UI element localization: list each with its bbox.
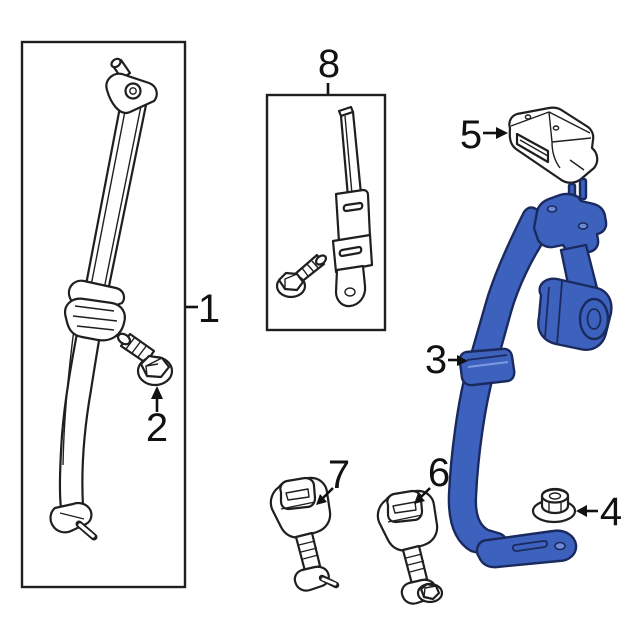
part-3-retractor-lines: [544, 280, 563, 346]
part-7-buckle-face-line: [280, 501, 316, 510]
part-6-buckle-neck: [401, 544, 429, 586]
part-1-top-stub-tip: [110, 57, 122, 69]
part-8-bolt-hex-facets: [284, 273, 298, 289]
part-1-top-bolt-inner: [129, 87, 137, 95]
part-3-retractor-face: [578, 297, 610, 341]
part-3-anchor-slot: [511, 539, 549, 552]
part-3-bracket-hole-2: [577, 222, 589, 230]
part-8-strap-hook: [334, 264, 367, 308]
part-5-cover-hole-2: [552, 125, 560, 131]
part-3-anchor-hole: [554, 541, 566, 551]
part-5-cover-top-edges: [510, 111, 592, 169]
part-1-webbing-edge-lines: [89, 100, 143, 295]
part-8-strap-slot-1: [342, 201, 364, 213]
part-4-callout-label: 4: [600, 490, 622, 534]
part-3-top-bracket: [532, 192, 608, 254]
part-8-bolt-threads: [301, 260, 320, 277]
part-2-callout-label: 2: [146, 406, 168, 450]
part-8-strap-hole: [344, 287, 356, 297]
part-8-strap-blade-line: [344, 115, 353, 195]
part-6-arrow-line: [419, 487, 431, 499]
part-7-buckle-foot: [293, 565, 330, 592]
part-7-outer-buckle-end: 7: [269, 453, 350, 592]
part-5-anchor-trim-cover: 5: [460, 106, 599, 184]
part-4-nut-facet-lines: [548, 502, 562, 512]
part-2-anchor-bolt: 2: [116, 332, 174, 450]
part-8-strap-mid: [334, 188, 372, 244]
part-6-arrow-head: [414, 493, 425, 504]
part-6-callout-label: 6: [428, 451, 450, 495]
part-5-cover-groove: [515, 132, 550, 164]
part-2-bolt-threads: [125, 336, 148, 358]
part-5-arrow-head: [496, 127, 508, 139]
part-7-buckle-slot-inner: [285, 488, 310, 501]
part-6-neck-ribs: [405, 553, 426, 573]
part-6-inner-buckle-end: 6: [376, 451, 450, 605]
part-7-arrow-line: [321, 487, 334, 500]
part-7-buckle-neck: [294, 531, 322, 573]
part-1-boxed-seat-belt-assembly: 1: [20, 40, 220, 589]
part-4-hex-flange-nut: 4: [531, 487, 622, 534]
part-3-callout-label: 3: [425, 338, 447, 382]
part-1-frame-box: [20, 40, 187, 589]
part-8-strap-slot-2: [338, 245, 363, 258]
part-3-guide-loop-highlight: [467, 361, 509, 368]
part-3-bracket-pin-2: [578, 177, 588, 201]
part-7-neck-ribs: [298, 540, 319, 560]
part-8-callout-label: 8: [318, 42, 340, 86]
part-4-nut-hole: [548, 492, 562, 500]
part-1-retractor-belt-layers: [72, 305, 118, 331]
part-6-foot-bolt-facets: [423, 585, 437, 598]
part-1-retractor-drum: [64, 297, 126, 342]
part-8-bolt-tip: [314, 254, 328, 266]
part-8-boxed-extension-bracket: 8: [265, 42, 387, 332]
part-5-cover-groove-lines: [519, 139, 585, 171]
part-2-bolt-hex-facets: [145, 357, 163, 377]
part-3-bracket-hole-1: [546, 205, 558, 213]
part-3-seat-belt-assembly-highlighted: 3: [425, 177, 613, 569]
part-7-foot-pin-face: [321, 577, 337, 586]
part-2-bolt-tip: [116, 332, 132, 346]
part-1-end-pin-face: [78, 523, 95, 538]
part-1-top-bolt-outer: [124, 82, 142, 100]
part-3-guide-loop-edge: [466, 354, 508, 361]
part-2-arrow-head: [151, 386, 163, 399]
part-6-buckle-slot-inner: [392, 501, 417, 514]
part-7-callout-label: 7: [328, 453, 350, 497]
part-1-end-anchor-line: [59, 512, 85, 520]
part-4-arrow-head: [576, 505, 587, 517]
part-5-callout-label: 5: [460, 113, 482, 157]
part-5-cover-hole-1: [524, 114, 532, 120]
part-4-nut-hex-top: [540, 488, 570, 504]
part-7-arrow-head: [316, 494, 327, 505]
part-3-arrow-head: [457, 355, 468, 366]
part-3-retractor-face-inner: [586, 308, 602, 330]
part-1-callout-label: 1: [198, 287, 220, 331]
part-8-frame-box: [265, 93, 387, 332]
part-6-buckle-face-line: [387, 514, 423, 523]
